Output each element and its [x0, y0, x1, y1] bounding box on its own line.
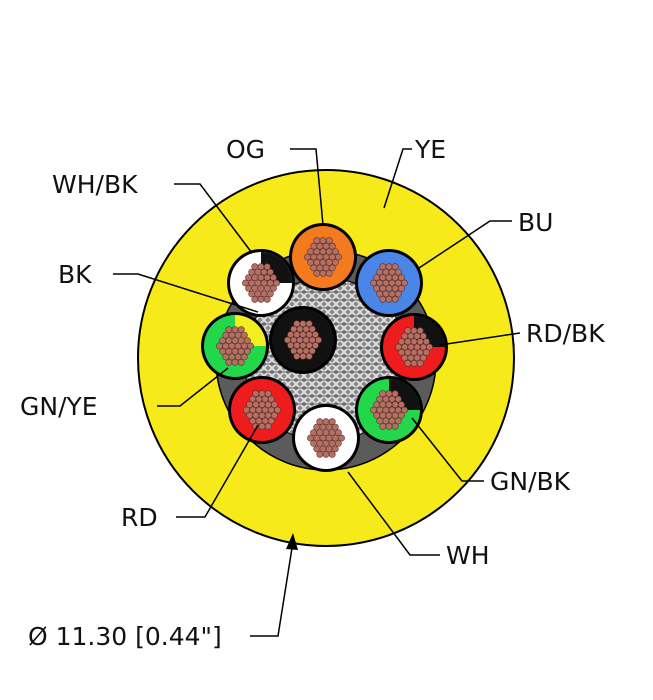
- label-bk: BK: [58, 260, 92, 289]
- label-og: OG: [226, 135, 265, 164]
- copper-strands: [370, 390, 408, 430]
- copper-strands: [243, 390, 281, 430]
- copper-strands: [216, 326, 254, 366]
- copper-strands: [307, 418, 345, 458]
- arrow-up-icon: [286, 533, 298, 550]
- label-gn-bk: GN/BK: [490, 467, 571, 496]
- copper-strands: [284, 320, 322, 360]
- conductor-gn-bk: [355, 376, 423, 444]
- conductor-bu: [355, 249, 423, 317]
- label-gn-ye: GN/YE: [20, 392, 98, 421]
- copper-strands: [395, 327, 433, 367]
- diameter-dimension: Ø 11.30 [0.44"]: [28, 622, 222, 651]
- conductor-rd-bk: [380, 313, 448, 381]
- conductor-rd: [228, 376, 296, 444]
- label-bu: BU: [518, 208, 553, 237]
- label-wh: WH: [446, 541, 490, 570]
- copper-strands: [242, 263, 280, 303]
- conductor-bk: [269, 306, 337, 374]
- leader-lines: [113, 148, 521, 637]
- label-rd-bk: RD/BK: [526, 319, 605, 348]
- label-wh-bk: WH/BK: [52, 170, 138, 199]
- wire-labels: OG YE WH/BK BU BK RD/BK GN/YE GN/BK RD W…: [20, 135, 605, 651]
- label-rd: RD: [121, 503, 158, 532]
- conductor-wh-bk: [227, 249, 295, 317]
- conductors: [201, 223, 448, 472]
- conductor-wh: [292, 404, 360, 472]
- copper-strands: [304, 237, 342, 277]
- label-ye: YE: [414, 135, 446, 164]
- copper-strands: [370, 263, 408, 303]
- conductor-og: [289, 223, 357, 291]
- conductor-gn-ye: [201, 312, 269, 380]
